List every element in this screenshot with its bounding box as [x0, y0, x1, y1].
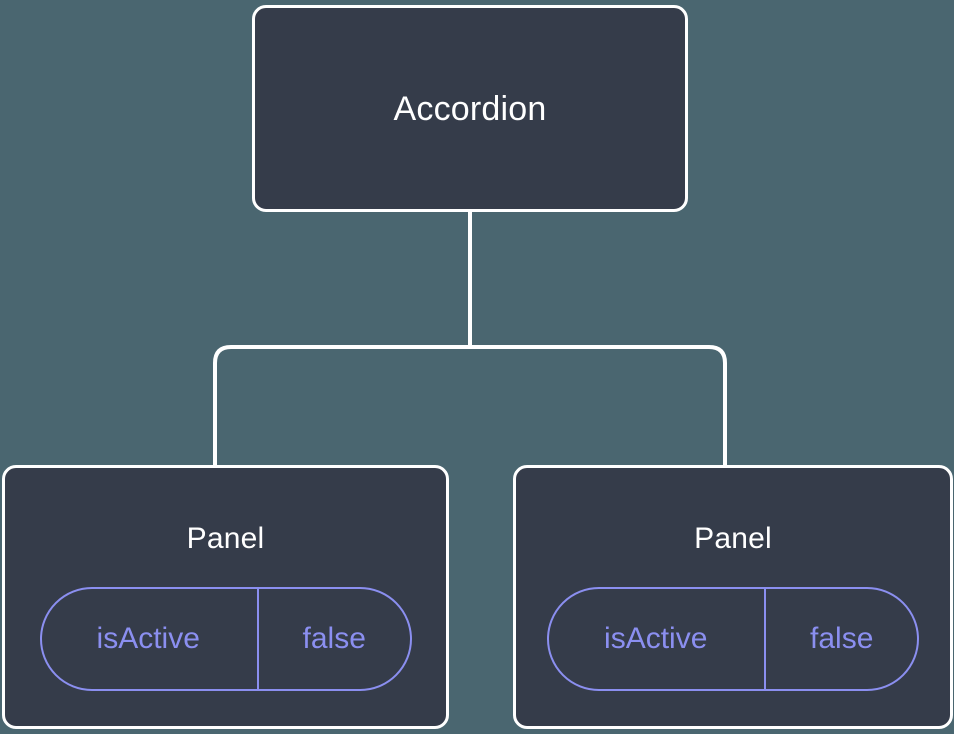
prop-pill-left[interactable]: isActive false [39, 587, 412, 691]
prop-pill-left-key: isActive [42, 589, 259, 689]
node-panel-right-title: Panel [694, 522, 772, 555]
node-panel-left-title: Panel [186, 522, 265, 555]
prop-pill-right-key: isActive [549, 589, 767, 689]
prop-pill-right-value: false [810, 622, 874, 655]
prop-pill-left-value: false [302, 622, 366, 655]
node-panel-left[interactable]: Panel isActive false [2, 465, 449, 729]
node-accordion-title: Accordion [393, 89, 547, 128]
node-accordion[interactable]: Accordion [252, 5, 688, 212]
connector-branch-bus [213, 345, 727, 470]
node-panel-right[interactable]: Panel isActive false [513, 465, 953, 729]
prop-pill-right[interactable]: isActive false [547, 587, 919, 691]
